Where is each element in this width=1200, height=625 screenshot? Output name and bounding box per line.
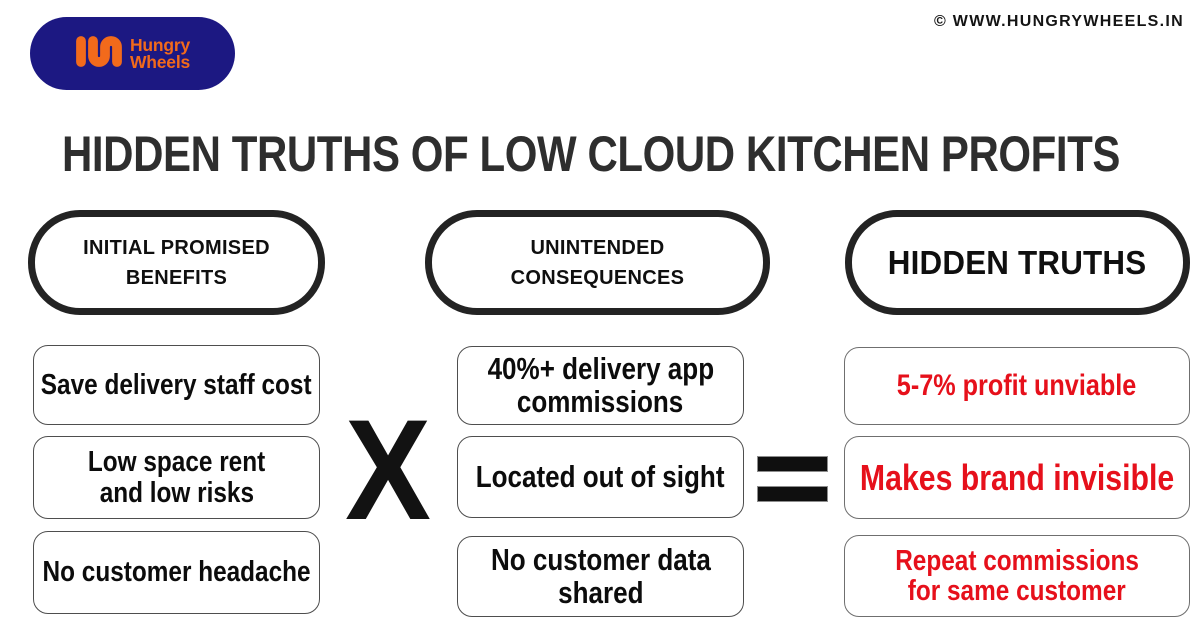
header-line: UNINTENDED [530,236,665,259]
consequence-box-no-customer-data: No customer data shared [457,536,744,617]
logo-wordmark: Hungry Wheels [129,34,191,72]
box-line: No customer data [490,542,711,578]
benefit-box-no-customer-headache: No customer headache [33,531,320,614]
box-line: and low risks [99,476,254,509]
box-line: Makes brand invisible [859,456,1175,498]
box-line: Low space rent [87,446,266,479]
box-line: Located out of sight [476,458,725,494]
box-line: Repeat commissions [895,544,1139,577]
consequence-box-delivery-app-commissions: 40%+ delivery app commissions [457,346,744,425]
hungrywheels-logo: Hungry Wheels [30,17,235,90]
box-line: for same customer [908,575,1126,607]
logo-wordmark-line1: Hungry [129,34,191,55]
header-line: CONSEQUENCES [510,266,685,289]
header-line: BENEFITS [125,266,228,289]
header-line: HIDDEN TRUTHS [888,243,1147,281]
benefit-box-save-delivery-staff-cost: Save delivery staff cost [33,345,320,425]
truth-box-profit-unviable: 5-7% profit unviable [844,347,1190,425]
benefit-box-low-space-rent: Low space rent and low risks [33,436,320,519]
copyright-text: © WWW.HUNGRYWHEELS.IN [933,13,1184,30]
consequence-box-located-out-of-sight: Located out of sight [457,436,744,518]
box-line: No customer headache [42,556,311,589]
truth-box-repeat-commissions: Repeat commissions for same customer [844,535,1190,617]
equals-bar-bottom [757,486,828,502]
box-line: 5-7% profit unviable [897,369,1137,403]
equals-bar-top [757,456,828,472]
box-line: Save delivery staff cost [41,368,312,401]
box-line: shared [557,574,644,610]
box-line: commissions [517,383,684,419]
equals-sign [757,456,828,502]
logo-wordmark-line2: Wheels [129,51,191,72]
truth-box-brand-invisible: Makes brand invisible [844,436,1190,519]
hw-monogram-icon [75,35,123,73]
box-line: 40%+ delivery app [487,351,714,387]
header-hidden-truths: HIDDEN TRUTHS [845,210,1190,315]
header-unintended-consequences: UNINTENDED CONSEQUENCES [425,210,770,315]
multiply-sign: X [345,391,431,550]
header-initial-promised-benefits: INITIAL PROMISED BENEFITS [28,210,325,315]
header-line: INITIAL PROMISED [83,236,270,259]
page-title: HIDDEN TRUTHS OF LOW CLOUD KITCHEN PROFI… [62,126,1120,182]
